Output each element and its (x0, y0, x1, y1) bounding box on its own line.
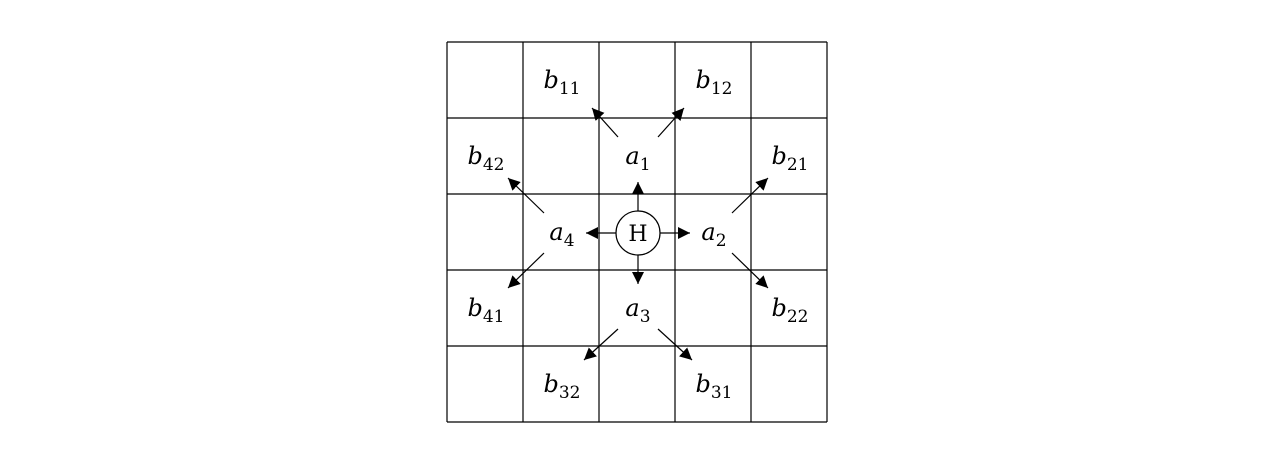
center-node-h: H (615, 210, 661, 256)
arrow-a1-to-b12 (657, 107, 685, 138)
node-label-base: b (467, 294, 482, 322)
arrow-a3-to-b32 (583, 328, 619, 361)
grid-lines (446, 41, 828, 423)
arrow-a1-to-b11 (591, 107, 619, 138)
node-label-base: b (543, 66, 558, 94)
node-label-b12: b12 (695, 66, 732, 99)
arrows (507, 107, 769, 361)
node-label-subscript: 4 (564, 231, 575, 251)
arrow-a4-to-b41 (507, 252, 545, 289)
node-label-b32: b32 (543, 370, 580, 403)
node-label-a2: a2 (701, 218, 726, 251)
node-label-base: b (543, 370, 558, 398)
node-label-base: b (467, 142, 482, 170)
node-label-base: a (625, 142, 639, 170)
center-label: H (628, 222, 647, 247)
arrow-a2-to-b21 (731, 177, 769, 214)
node-label-b42: b42 (467, 142, 504, 175)
node-label-base: a (625, 294, 639, 322)
node-label-b22: b22 (771, 294, 808, 327)
node-label-base: b (771, 142, 786, 170)
node-label-subscript: 31 (711, 383, 733, 403)
node-label-b11: b11 (543, 66, 580, 99)
node-label-b31: b31 (695, 370, 732, 403)
node-label-base: b (771, 294, 786, 322)
node-label-subscript: 11 (559, 79, 581, 99)
node-label-subscript: 42 (483, 155, 505, 175)
node-label-base: b (695, 66, 710, 94)
arrow-a4-to-b42 (507, 177, 545, 214)
node-label-b41: b41 (467, 294, 504, 327)
node-label-base: a (549, 218, 563, 246)
node-label-subscript: 21 (787, 155, 809, 175)
node-label-b21: b21 (771, 142, 808, 175)
node-label-subscript: 12 (711, 79, 733, 99)
node-label-subscript: 22 (787, 307, 809, 327)
node-label-subscript: 1 (640, 155, 651, 175)
arrow-a3-to-b31 (657, 328, 693, 361)
node-label-subscript: 41 (483, 307, 505, 327)
node-label-subscript: 32 (559, 383, 581, 403)
node-label-a3: a3 (625, 294, 650, 327)
node-label-subscript: 3 (640, 307, 651, 327)
center-circle (615, 210, 661, 256)
node-label-base: b (695, 370, 710, 398)
node-label-a4: a4 (549, 218, 574, 251)
node-label-base: a (701, 218, 715, 246)
node-label-subscript: 2 (716, 231, 727, 251)
arrow-a2-to-b22 (731, 252, 769, 289)
node-label-a1: a1 (625, 142, 650, 175)
